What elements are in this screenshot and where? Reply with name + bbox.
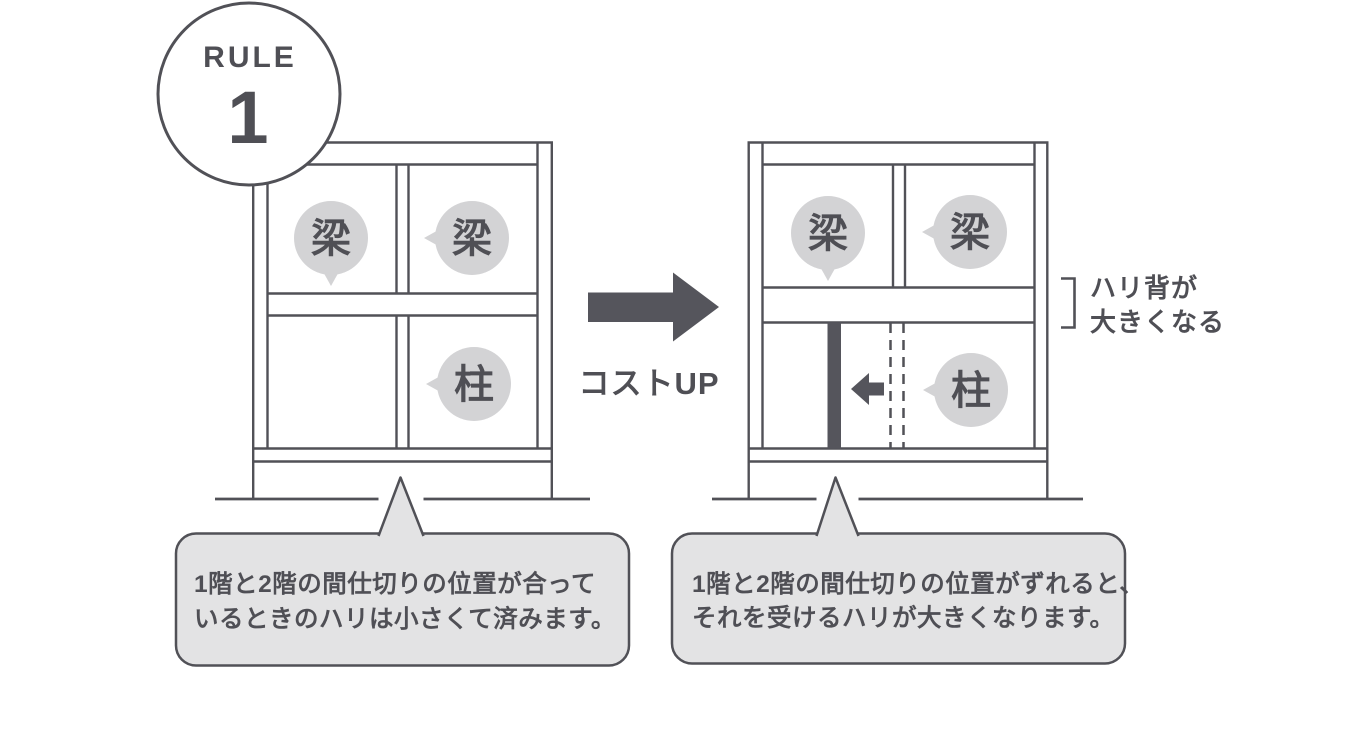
right-caption-line2: それを受けるハリが大きくなります。 xyxy=(692,603,1115,632)
right-building-frame xyxy=(747,141,1049,499)
beam-depth-note-line1: ハリ背が xyxy=(1090,273,1198,303)
left-caption-line1: 1階と2階の間仕切りの位置が合って xyxy=(194,569,596,598)
left-beam-callout-2: 梁 xyxy=(424,201,509,275)
cost-up-label: コストUP xyxy=(578,366,719,401)
left-column-callout: 柱 xyxy=(426,347,511,421)
right-beam-callout-2: 梁 xyxy=(922,195,1007,269)
left-beam-label-2: 梁 xyxy=(452,217,492,261)
right-caption-line1: 1階と2階の間仕切りの位置がずれると、 xyxy=(692,569,1144,598)
bracket-icon xyxy=(1061,277,1076,329)
left-caption-bubble: 1階と2階の間仕切りの位置が合って いるときのハリは小さくて済みます。 xyxy=(174,476,631,667)
left-building-frame xyxy=(251,141,553,499)
left-column-label: 柱 xyxy=(454,363,494,407)
shifted-partition-bar xyxy=(827,322,841,449)
right-beam-label-1: 梁 xyxy=(808,212,848,256)
right-beam-callout-1: 梁 xyxy=(791,196,865,281)
cost-up-transition: コストUP xyxy=(578,272,719,401)
right-column-callout: 柱 xyxy=(923,353,1008,427)
shift-left-arrow-icon xyxy=(851,373,884,405)
original-partition-dashed xyxy=(889,323,905,448)
rule-badge-label: RULE xyxy=(203,41,297,74)
cost-up-arrow-icon xyxy=(588,272,719,342)
right-beam-label-2: 梁 xyxy=(950,211,990,255)
rule-badge: RULE 1 xyxy=(156,1,342,187)
right-column-label: 柱 xyxy=(951,369,991,413)
beam-depth-note-line2: 大きくなる xyxy=(1090,307,1225,337)
rule-badge-number: 1 xyxy=(227,76,268,159)
right-caption-bubble: 1階と2階の間仕切りの位置がずれると、 それを受けるハリが大きくなります。 xyxy=(670,476,1144,665)
left-beam-callout-1: 梁 xyxy=(294,201,368,286)
beam-depth-note: ハリ背が 大きくなる xyxy=(1061,273,1225,337)
left-beam-label-1: 梁 xyxy=(311,217,351,261)
left-caption-line2: いるときのハリは小さくて済みます。 xyxy=(194,604,616,633)
